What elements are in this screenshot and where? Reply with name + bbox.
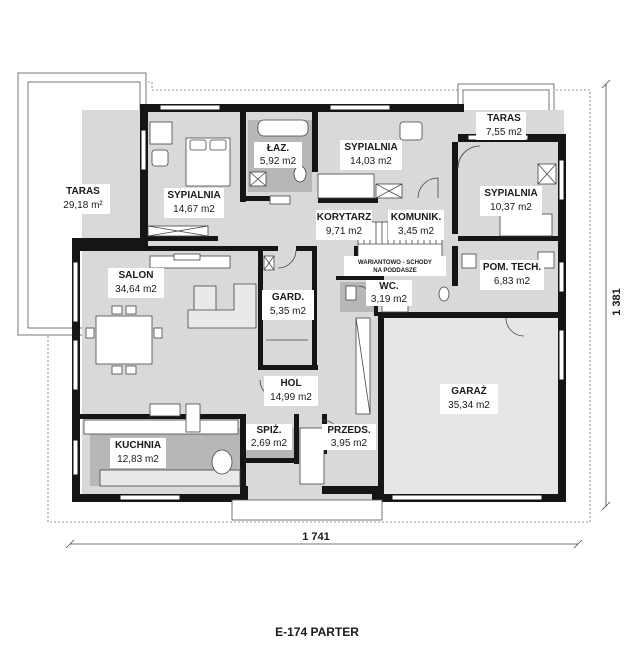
bedroom1-furniture bbox=[147, 121, 231, 237]
bedroom2-name: SYPIALNIA bbox=[344, 142, 397, 153]
kitchen-area: 12,83 m2 bbox=[117, 454, 159, 465]
kitchen-furniture bbox=[83, 403, 241, 487]
interior-walls bbox=[80, 112, 558, 494]
pantry-area: 2,69 m2 bbox=[251, 438, 288, 449]
living-room-area: 34,64 m2 bbox=[115, 284, 157, 295]
terrace-top-name: TARAS bbox=[487, 113, 521, 124]
bathroom-area: 5,92 m2 bbox=[260, 156, 297, 167]
garage-area: 35,34 m2 bbox=[448, 400, 490, 411]
garage-name: GARAŻ bbox=[451, 384, 487, 397]
bathroom-fixtures bbox=[249, 119, 309, 205]
windows bbox=[72, 104, 565, 501]
pantry-name: SPIŻ. bbox=[256, 423, 281, 436]
living-room-name: SALON bbox=[119, 270, 154, 281]
plan-caption: E-174 PARTER bbox=[275, 625, 359, 639]
wc-name: WC. bbox=[379, 281, 399, 292]
corridor-area: 9,71 m2 bbox=[326, 226, 363, 237]
bedroom1-area: 14,67 m2 bbox=[173, 204, 215, 215]
terrace-top-area: 7,55 m2 bbox=[486, 127, 523, 138]
tech-room-area: 6,83 m2 bbox=[494, 276, 531, 287]
kitchen-name: KUCHNIA bbox=[115, 440, 161, 451]
entrance-step bbox=[231, 427, 383, 521]
room-labels: TARAS 29,18 m² TARAS 7,55 m2 SYPIALNIA 1… bbox=[56, 112, 544, 468]
vestibule-area: 3,95 m2 bbox=[331, 438, 368, 449]
hall-name: HOL bbox=[280, 378, 301, 389]
wardrobe-area: 5,35 m2 bbox=[270, 306, 307, 317]
bedroom3-area: 10,37 m2 bbox=[490, 202, 532, 213]
depth-dimension-text: 1 381 bbox=[611, 288, 623, 316]
bedroom1-name: SYPIALNIA bbox=[167, 190, 220, 201]
dimension-depth: 1 381 bbox=[601, 79, 623, 511]
dimension-width: 1 741 bbox=[65, 530, 583, 549]
terrace-left-name: TARAS bbox=[66, 186, 100, 197]
wardrobe-name: GARD. bbox=[272, 292, 304, 303]
stairs-note-line1: WARIANTOWO - SCHODY bbox=[358, 260, 432, 266]
communication-area: 3,45 m2 bbox=[398, 226, 435, 237]
bedroom2-area: 14,03 m2 bbox=[350, 156, 392, 167]
plot-outline bbox=[47, 81, 591, 523]
terrace-left-area: 29,18 m² bbox=[63, 200, 103, 211]
bedroom2-furniture bbox=[317, 121, 439, 199]
stairs-note-line2: NA PODDASZE bbox=[373, 268, 416, 274]
hall-area: 14,99 m2 bbox=[270, 392, 312, 403]
living-room-furniture bbox=[85, 253, 257, 375]
bedroom3-furniture bbox=[457, 145, 557, 237]
wardrobe-shelves bbox=[263, 249, 308, 341]
vestibule-name: PRZEDS. bbox=[327, 425, 371, 436]
wc-area: 3,19 m2 bbox=[371, 294, 408, 305]
hall-doors bbox=[259, 317, 371, 439]
communication-name: KOMUNIK. bbox=[391, 212, 442, 223]
bedroom3-name: SYPIALNIA bbox=[484, 188, 537, 199]
corridor-name: KORYTARZ bbox=[317, 212, 371, 223]
width-dimension-text: 1 741 bbox=[302, 531, 330, 543]
tech-room-name: POM. TECH. bbox=[483, 262, 542, 273]
bathroom-name: ŁAZ. bbox=[267, 143, 289, 154]
